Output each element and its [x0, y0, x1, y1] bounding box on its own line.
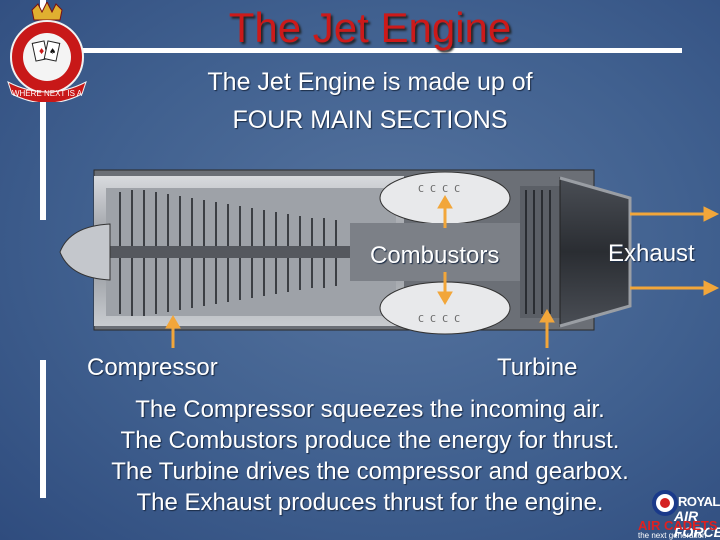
statements-list: The Compressor squeezes the incoming air…: [0, 394, 720, 518]
svg-text:♦: ♦: [38, 47, 45, 56]
turbine-section: [520, 186, 560, 318]
air-cadets-crest-icon: ♦ ♠ WHERE NEXT IS A: [7, 2, 87, 102]
crest-motto: WHERE NEXT IS A: [12, 89, 83, 98]
left-rule-top: [40, 0, 46, 220]
statement-turbine: The Turbine drives the compressor and ge…: [111, 458, 629, 485]
page-title: The Jet Engine: [228, 4, 512, 51]
logo-royal: ROYAL: [678, 494, 720, 509]
svg-text:C C C C: C C C C: [418, 314, 460, 325]
title-underline: [78, 48, 682, 53]
turbine-label: Turbine: [497, 354, 578, 381]
roundel-icon: [652, 490, 678, 516]
compressor-section: [106, 188, 396, 316]
left-rule-bottom: [40, 360, 46, 498]
subtitle-line-2: FOUR MAIN SECTIONS: [232, 106, 508, 134]
statement-exhaust: The Exhaust produces thrust for the engi…: [136, 489, 604, 516]
compressor-label: Compressor: [87, 354, 218, 381]
subtitle-line-1: The Jet Engine is made up of: [207, 68, 533, 96]
logo-air-force: AIR FORCE: [674, 508, 720, 540]
jet-engine-diagram: C C C C C C C C: [59, 169, 720, 348]
statement-combustors: The Combustors produce the energy for th…: [120, 427, 620, 454]
logo-tagline: the next generation: [638, 531, 707, 540]
combustors-label: Combustors: [370, 242, 500, 269]
svg-text:C C C C: C C C C: [418, 184, 460, 195]
exhaust-label: Exhaust: [608, 240, 695, 267]
svg-text:♠: ♠: [49, 47, 56, 56]
raf-air-cadets-logo: ROYAL AIR FORCE AIR CADETS the next gene…: [632, 484, 720, 540]
logo-air-cadets: AIR CADETS: [638, 518, 718, 533]
statement-compressor: The Compressor squeezes the incoming air…: [135, 396, 605, 423]
